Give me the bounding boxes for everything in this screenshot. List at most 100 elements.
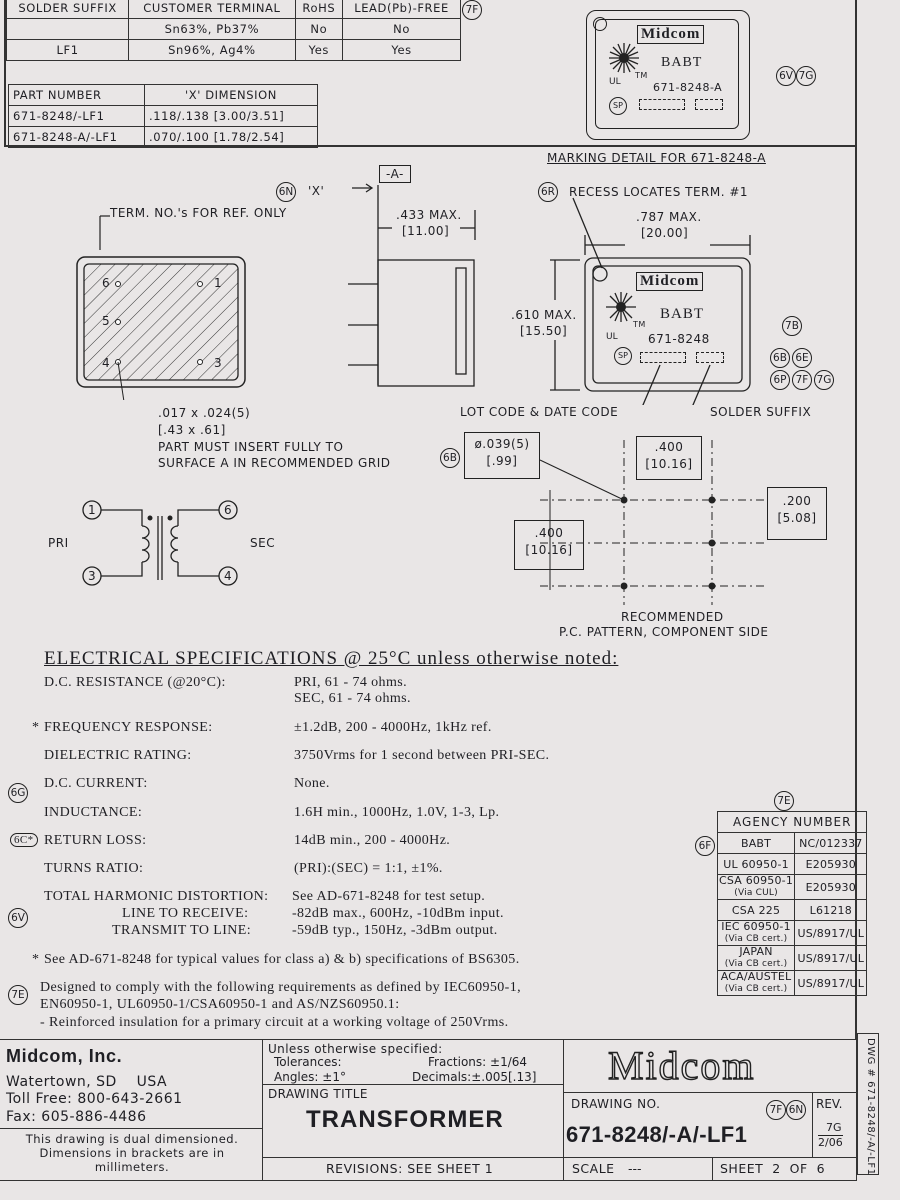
- number-header-text: NUMBER: [793, 815, 852, 829]
- rev-marker: 7G: [814, 370, 834, 390]
- schematic-pin: 1: [88, 503, 97, 517]
- dim-787-mm: [20.00]: [641, 226, 689, 240]
- rev-marker: 7F: [462, 0, 482, 20]
- table-row: LF1 Sn96%, Ag4% Yes Yes: [5, 39, 461, 61]
- dim-433: .433 MAX.: [396, 208, 462, 222]
- company-tollfree: Toll Free: 800-643-2661: [6, 1091, 183, 1107]
- drawing-title: TRANSFORMER: [306, 1106, 504, 1133]
- hole-dim-mm: [.99]: [486, 454, 518, 468]
- agency-cell: BABT: [716, 832, 796, 854]
- agency-header: AGENCY NUMBER: [716, 811, 868, 833]
- pin-label: 5: [102, 314, 111, 328]
- pitch-top-mm: [10.16]: [645, 457, 693, 471]
- datum-a: -A-: [379, 165, 411, 183]
- solder-suffix-label: SOLDER SUFFIX: [710, 405, 812, 419]
- agency-cell: JAPAN(Via CB cert.): [716, 945, 796, 971]
- tolerance-label: Tolerances:: [274, 1055, 342, 1069]
- hole-dim-in: ø.039(5): [474, 437, 530, 451]
- table-row: IEC 60950-1(Via CB cert.)US/8917/UL: [716, 920, 868, 946]
- pattern-label: P.C. PATTERN, COMPONENT SIDE: [559, 625, 769, 639]
- agency-name: JAPAN: [739, 945, 773, 958]
- spec-label: RETURN LOSS:: [44, 833, 147, 848]
- spec-mark: 6C*: [10, 833, 38, 847]
- table-cell: Yes: [342, 39, 461, 61]
- pitch-left-in: .400: [534, 526, 564, 540]
- tb-div: [262, 1040, 264, 1180]
- side-dwg-box: [857, 1033, 879, 1175]
- tolerance-decimals: Decimals:±.005[.13]: [412, 1070, 537, 1084]
- ul-logo-icon: UL: [606, 332, 618, 342]
- rev-date: 2/06: [818, 1135, 843, 1149]
- rev-marker: 6B: [770, 348, 790, 368]
- electrical-title: ELECTRICAL SPECIFICATIONS @ 25°C unless …: [44, 648, 619, 669]
- tolerance-fractions: Fractions: ±1/64: [428, 1055, 528, 1069]
- marking-inner: [595, 19, 739, 129]
- tb-div: [262, 1084, 563, 1086]
- tb-div: [0, 1128, 262, 1130]
- pri-label: PRI: [48, 536, 69, 550]
- rev-value: 7G: [826, 1121, 842, 1134]
- pattern-label: RECOMMENDED: [621, 610, 724, 624]
- tb-div: [563, 1092, 856, 1094]
- footnote-star: *: [32, 952, 40, 967]
- agency-note: (Via CUL): [734, 888, 778, 898]
- thd-value: -82dB max., 600Hz, -10dBm input.: [292, 906, 504, 921]
- hole-dim: ø.039(5) [.99]: [464, 432, 540, 479]
- agency-cell: CSA 225: [716, 899, 796, 921]
- tolerance-title: Unless otherwise specified:: [268, 1042, 443, 1056]
- tm-mark: TM: [635, 71, 648, 80]
- table-cell: [5, 18, 130, 40]
- dim-610-mm: [15.50]: [520, 324, 568, 338]
- rev-marker: 6N: [276, 182, 296, 202]
- table-header: 'X' DIMENSION: [143, 84, 319, 106]
- rev-marker: 6R: [538, 182, 558, 202]
- number-cell: US/8917/UL: [794, 945, 868, 971]
- spec-label: TURNS RATIO:: [44, 861, 144, 876]
- title-block: Midcom, Inc. Watertown, SD USA Toll Free…: [0, 1039, 857, 1181]
- rev-marker: 6E: [792, 348, 812, 368]
- pin-label: 3: [214, 356, 223, 370]
- table-header: RoHS: [294, 0, 344, 19]
- agency-cell: IEC 60950-1(Via CB cert.): [716, 920, 796, 946]
- csa-logo-icon: SP: [609, 97, 627, 115]
- agency-note: (Via CB cert.): [724, 984, 788, 994]
- number-cell: US/8917/UL: [794, 970, 868, 996]
- side-dwg-number: DWG # 671-8248/-A/-LF1: [865, 1038, 876, 1176]
- table-row: 671-8248/-LF1 .118/.138 [3.00/3.51]: [8, 105, 319, 127]
- dual-note: This drawing is dual dimensioned. Dimens…: [4, 1132, 260, 1174]
- number-cell: US/8917/UL: [794, 920, 868, 946]
- rev-label: REV.: [816, 1097, 843, 1111]
- recess-circle: [593, 17, 607, 31]
- table-cell: LF1: [5, 39, 130, 61]
- thd-value: -59dB typ., 150Hz, -3dBm output.: [292, 923, 498, 938]
- company-fax: Fax: 605-886-4486: [6, 1109, 147, 1125]
- lot-code-box: [640, 352, 686, 363]
- rev-marker: 6V: [8, 908, 28, 928]
- schematic-pin: 4: [224, 569, 233, 583]
- sheet-number: SHEET 2 OF 6: [720, 1161, 826, 1176]
- table-row: ACA/AUSTEL(Via CB cert.)US/8917/UL: [716, 970, 868, 996]
- footnote: See AD-671-8248 for typical values for c…: [44, 952, 520, 967]
- dim-610: .610 MAX.: [511, 308, 577, 322]
- side-view: [348, 183, 476, 387]
- pin-label: 6: [102, 276, 111, 290]
- pitch-top: .400 [10.16]: [636, 436, 702, 480]
- tm-mark: TM: [633, 320, 646, 329]
- ul-logo-icon: UL: [609, 77, 621, 87]
- rev-marker: 7B: [782, 316, 802, 336]
- insert-note: PART MUST INSERT FULLY TO: [158, 440, 344, 454]
- comply-text: - Reinforced insulation for a primary ci…: [40, 1015, 509, 1030]
- dim-433-mm: [11.00]: [402, 224, 450, 238]
- midcom-logo: Midcom: [607, 1042, 756, 1088]
- drawing-number: 671-8248/-A/-LF1: [566, 1122, 748, 1147]
- pc-pattern: [539, 440, 765, 605]
- table-header: PART NUMBER: [8, 84, 145, 106]
- table-cell: Sn63%, Pb37%: [128, 18, 296, 40]
- spec-value: None.: [294, 776, 330, 791]
- table-cell: Yes: [294, 39, 344, 61]
- tb-div: [262, 1157, 856, 1159]
- thd-label: TOTAL HARMONIC DISTORTION:: [44, 889, 269, 904]
- table-row: Sn63%, Pb37% No No: [5, 18, 461, 40]
- spec-value: 14dB min., 200 - 4000Hz.: [294, 833, 451, 848]
- rev-marker: 6N: [786, 1100, 806, 1120]
